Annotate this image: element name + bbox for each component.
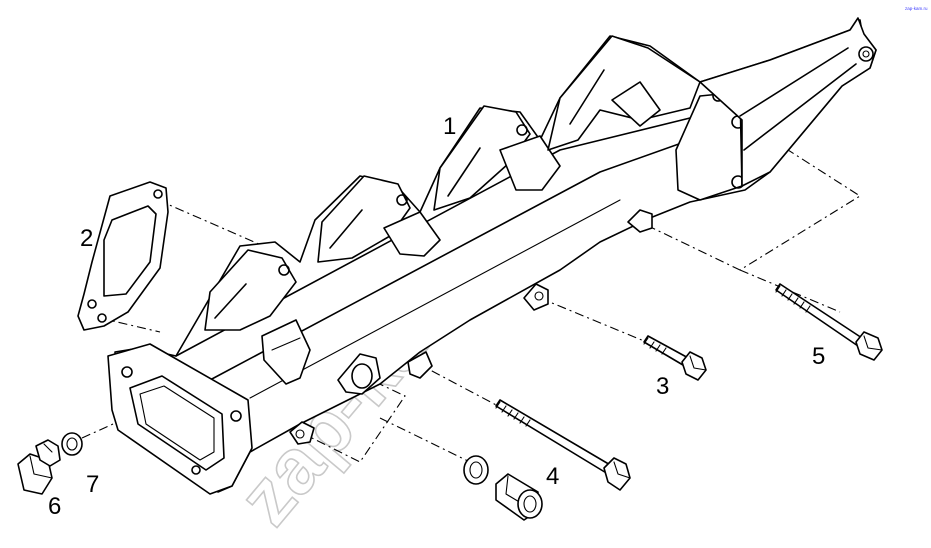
callout-4: 4 bbox=[546, 463, 559, 490]
callout-6: 6 bbox=[48, 493, 61, 520]
callout-3: 3 bbox=[656, 373, 669, 400]
callout-5: 5 bbox=[812, 343, 825, 370]
plug-part-6 bbox=[17, 439, 61, 495]
washer-part-7 bbox=[61, 432, 83, 456]
sensor-fitting-part bbox=[495, 473, 543, 521]
gasket-part bbox=[77, 181, 169, 331]
bolt-part-5 bbox=[775, 283, 883, 361]
callout-2: 2 bbox=[80, 225, 93, 252]
callout-1: 1 bbox=[443, 113, 456, 140]
bolt-part-3 bbox=[643, 335, 707, 381]
exhaust-manifold bbox=[107, 17, 877, 495]
bolt-part-4 bbox=[495, 399, 631, 491]
site-logo: zap-kam.ru bbox=[905, 6, 928, 11]
washer-nut-part bbox=[463, 455, 489, 485]
callout-7: 7 bbox=[86, 471, 99, 498]
